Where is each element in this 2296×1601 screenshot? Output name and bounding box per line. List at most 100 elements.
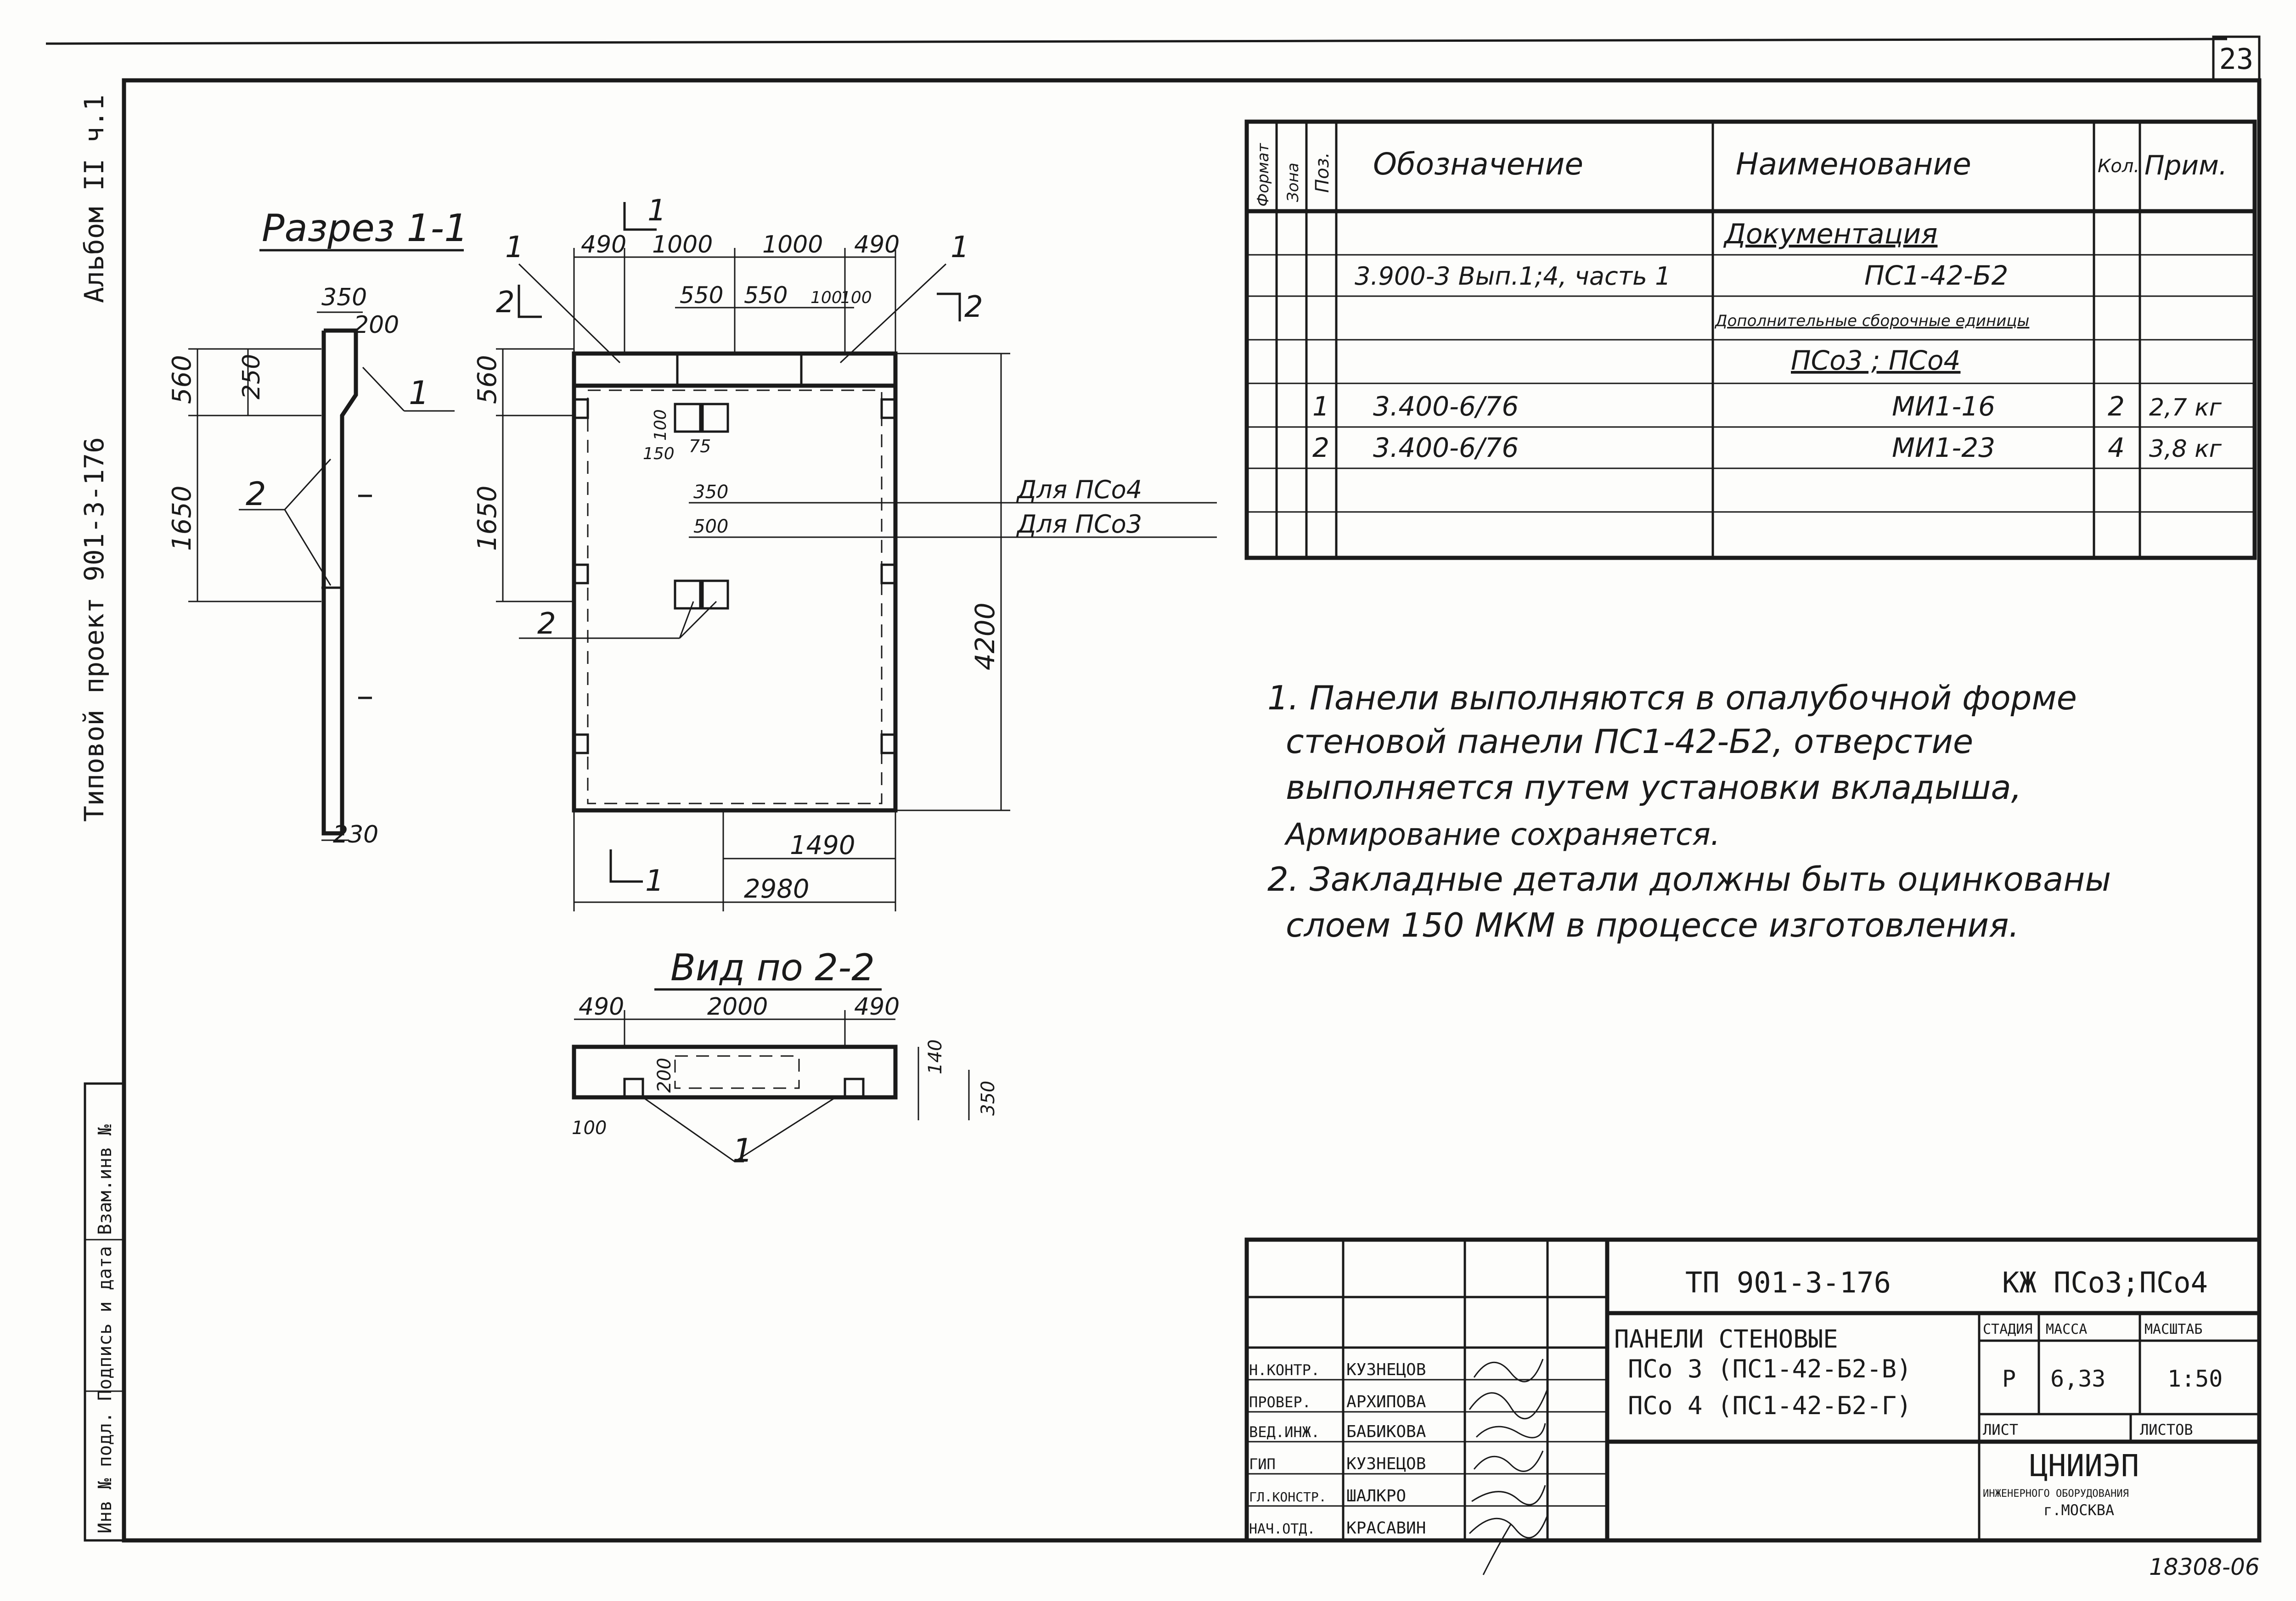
svg-text:2000: 2000 bbox=[707, 993, 768, 1021]
section-1-1-title: Разрез 1-1 bbox=[262, 207, 468, 250]
svg-text:г.МОСКВА: г.МОСКВА bbox=[2043, 1501, 2114, 1519]
svg-text:1650: 1650 bbox=[167, 485, 197, 551]
svg-text:560: 560 bbox=[473, 355, 502, 404]
svg-text:350: 350 bbox=[978, 1081, 999, 1116]
svg-text:560: 560 bbox=[167, 355, 197, 404]
side-stamp-album: Альбом II ч.1 bbox=[79, 95, 110, 303]
svg-text:МАСШТАБ: МАСШТАБ bbox=[2144, 1321, 2202, 1337]
svg-text:75: 75 bbox=[689, 436, 711, 456]
svg-text:100: 100 bbox=[840, 288, 872, 307]
svg-text:СТАДИЯ: СТАДИЯ bbox=[1983, 1321, 2032, 1337]
svg-text:550: 550 bbox=[744, 282, 788, 309]
svg-text:2980: 2980 bbox=[744, 874, 810, 904]
svg-text:550: 550 bbox=[680, 282, 723, 309]
svg-text:230: 230 bbox=[333, 821, 378, 848]
svg-text:3,8 кг: 3,8 кг bbox=[2149, 435, 2222, 463]
label-for-pso4: Для ПСо4 bbox=[1016, 475, 1142, 504]
svg-text:350: 350 bbox=[693, 482, 728, 503]
svg-text:2: 2 bbox=[1312, 432, 1329, 463]
svg-text:3.400-6/76: 3.400-6/76 bbox=[1373, 391, 1519, 422]
svg-text:ЛИСТОВ: ЛИСТОВ bbox=[2140, 1421, 2193, 1438]
notes-block: 1. Панели выполняются в опалубочной форм… bbox=[1267, 679, 2111, 944]
view-2-2-title: Вид по 2-2 bbox=[670, 946, 875, 989]
svg-text:490: 490 bbox=[854, 231, 900, 258]
svg-text:КУЗНЕЦОВ: КУЗНЕЦОВ bbox=[1346, 1360, 1426, 1379]
svg-text:Наименование: Наименование bbox=[1736, 146, 1971, 182]
svg-text:ШАЛКРО: ШАЛКРО bbox=[1346, 1487, 1406, 1506]
specification-table: Формат Зона Поз. Обозначение Наименовани… bbox=[1244, 119, 2257, 560]
svg-text:100: 100 bbox=[651, 409, 670, 441]
svg-text:Н.КОНТР.: Н.КОНТР. bbox=[1249, 1361, 1320, 1379]
svg-text:1: 1 bbox=[409, 374, 429, 412]
svg-text:МИ1-16: МИ1-16 bbox=[1892, 391, 1995, 422]
svg-text:ПАНЕЛИ СТЕНОВЫЕ: ПАНЕЛИ СТЕНОВЫЕ bbox=[1614, 1325, 1838, 1354]
svg-text:ГИП: ГИП bbox=[1249, 1455, 1276, 1473]
svg-text:350: 350 bbox=[321, 284, 367, 311]
svg-text:выполняется путем установки вк: выполняется путем установки вкладыша, bbox=[1286, 768, 2022, 807]
inventory-label: Инв № подл. Подпись и дата Взам.инв № bbox=[95, 1124, 116, 1534]
svg-text:1: 1 bbox=[645, 864, 664, 898]
svg-text:1000: 1000 bbox=[652, 231, 713, 258]
sheet-frame bbox=[122, 78, 2262, 1543]
order-number: 18308-06 bbox=[2149, 1554, 2260, 1580]
svg-text:490: 490 bbox=[581, 231, 626, 258]
drawing-code: КЖ ПСо3;ПСо4 bbox=[2002, 1266, 2208, 1299]
project-code: ТП 901-3-176 bbox=[1685, 1266, 1891, 1299]
svg-text:3.400-6/76: 3.400-6/76 bbox=[1373, 432, 1519, 463]
svg-text:стеновой панели ПС1-42-Б2, отв: стеновой панели ПС1-42-Б2, отверстие bbox=[1286, 722, 1973, 761]
svg-text:1. Панели выполняются в опалуб: 1. Панели выполняются в опалубочной форм… bbox=[1267, 679, 2077, 717]
svg-text:1: 1 bbox=[1312, 391, 1329, 422]
svg-text:1000: 1000 bbox=[762, 231, 823, 258]
svg-text:ИНЖЕНЕРНОГО ОБОРУДОВАНИЯ: ИНЖЕНЕРНОГО ОБОРУДОВАНИЯ bbox=[1983, 1488, 2129, 1500]
svg-text:250: 250 bbox=[238, 354, 265, 399]
svg-text:ПСо 3 (ПС1-42-Б2-В): ПСо 3 (ПС1-42-Б2-В) bbox=[1628, 1354, 1912, 1383]
svg-text:слоем 150 МКМ в процессе изгот: слоем 150 МКМ в процессе изготовления. bbox=[1286, 906, 2019, 944]
inventory-strip bbox=[84, 1082, 125, 1542]
svg-text:500: 500 bbox=[693, 516, 728, 537]
svg-text:6,33: 6,33 bbox=[2050, 1365, 2105, 1392]
sheet-number-box bbox=[2212, 35, 2261, 82]
side-stamp-project: Типовой проект 901-3-176 bbox=[79, 437, 110, 822]
org-name: ЦНИИЭП bbox=[2030, 1448, 2139, 1483]
sheet-number: 23 bbox=[2219, 42, 2254, 76]
svg-text:ГЛ.КОНСТР.: ГЛ.КОНСТР. bbox=[1249, 1489, 1327, 1505]
svg-text:1: 1 bbox=[647, 194, 666, 228]
svg-text:Прим.: Прим. bbox=[2144, 150, 2227, 181]
svg-text:МИ1-23: МИ1-23 bbox=[1892, 432, 1995, 463]
svg-text:150: 150 bbox=[643, 444, 675, 463]
svg-text:2: 2 bbox=[246, 475, 266, 513]
svg-text:Р: Р bbox=[2002, 1365, 2016, 1392]
svg-text:Поз.: Поз. bbox=[1312, 152, 1333, 193]
svg-text:100: 100 bbox=[572, 1118, 607, 1139]
svg-text:3.900-3 Вып.1;4, часть 1: 3.900-3 Вып.1;4, часть 1 bbox=[1355, 262, 1671, 291]
title-block: ТП 901-3-176 КЖ ПСо3;ПСо4 ПАНЕЛИ СТЕНОВЫ… bbox=[1244, 1237, 2262, 1575]
svg-text:КРАСАВИН: КРАСАВИН bbox=[1346, 1519, 1426, 1538]
signature-scribbles bbox=[1469, 1359, 1548, 1575]
svg-text:МАССА: МАССА bbox=[2046, 1321, 2087, 1337]
svg-text:АРХИПОВА: АРХИПОВА bbox=[1346, 1393, 1426, 1411]
front-view: 490 1000 1000 490 550 550 100 100 560 16… bbox=[473, 194, 1217, 911]
svg-text:ЛИСТ: ЛИСТ bbox=[1983, 1421, 2018, 1438]
svg-text:2: 2 bbox=[496, 286, 515, 320]
svg-text:НАЧ.ОТД.: НАЧ.ОТД. bbox=[1249, 1521, 1316, 1537]
view-2-2: Вид по 2-2 490 2000 490 200 140 350 100 … bbox=[572, 946, 999, 1169]
svg-text:ПСо 4 (ПС1-42-Б2-Г): ПСо 4 (ПС1-42-Б2-Г) bbox=[1628, 1391, 1912, 1420]
svg-text:Обозначение: Обозначение bbox=[1373, 146, 1583, 182]
svg-text:ПСо3 ; ПСо4: ПСо3 ; ПСо4 bbox=[1791, 345, 1960, 376]
svg-text:490: 490 bbox=[579, 993, 624, 1021]
svg-text:200: 200 bbox=[354, 311, 399, 339]
svg-text:2: 2 bbox=[2108, 391, 2125, 422]
top-edge-line bbox=[45, 38, 2228, 45]
svg-text:2. Закладные детали должны быт: 2. Закладные детали должны быть оцинкова… bbox=[1267, 860, 2111, 899]
svg-text:1650: 1650 bbox=[473, 485, 502, 551]
svg-text:1: 1 bbox=[505, 230, 524, 264]
svg-text:100: 100 bbox=[810, 288, 842, 307]
svg-text:1:50: 1:50 bbox=[2167, 1365, 2223, 1392]
svg-text:4: 4 bbox=[2108, 432, 2125, 463]
svg-text:ПС1-42-Б2: ПС1-42-Б2 bbox=[1864, 260, 2008, 291]
svg-text:Кол.: Кол. bbox=[2098, 156, 2139, 177]
svg-text:КУЗНЕЦОВ: КУЗНЕЦОВ bbox=[1346, 1455, 1426, 1473]
svg-text:140: 140 bbox=[925, 1039, 946, 1074]
